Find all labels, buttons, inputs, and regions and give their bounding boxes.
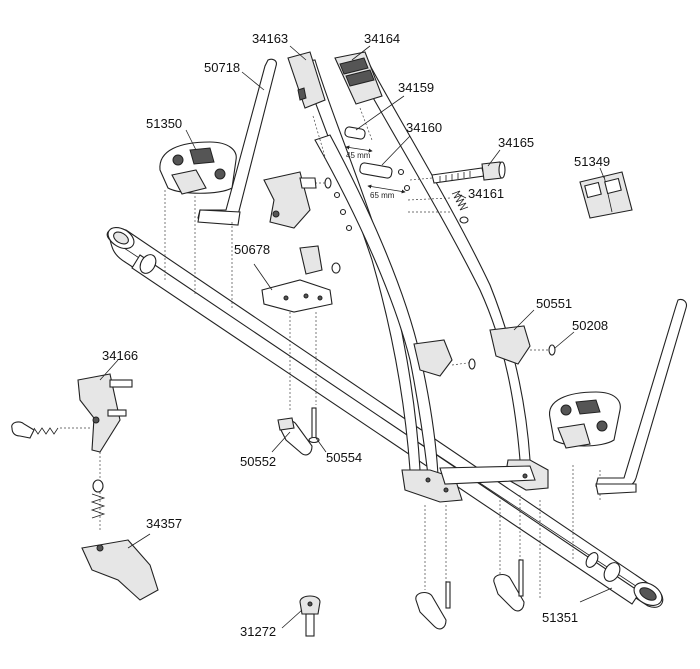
bottom-strap-left (415, 581, 451, 630)
label-34160: 34160 (406, 120, 442, 135)
bolt-34165 (431, 161, 506, 184)
spacer-34159 (344, 126, 366, 140)
label-50551: 50551 (536, 296, 572, 311)
dimension-45mm: 45 mm (346, 151, 371, 160)
dimension-65mm: 65 mm (370, 191, 395, 200)
wheel-holder-51350 (159, 141, 237, 195)
label-34163: 34163 (252, 31, 288, 46)
label-34164: 34164 (364, 31, 400, 46)
arm-cap-34164 (334, 51, 383, 105)
arm-cap-34163 (287, 51, 326, 109)
label-31272: 31272 (240, 624, 276, 639)
clamp-50551-right (489, 325, 556, 365)
assembly-guides (60, 107, 601, 600)
spacer-34160 (359, 162, 393, 179)
label-51349: 51349 (574, 154, 610, 169)
frame-arm (299, 57, 549, 503)
side-clamp-34166 (77, 373, 133, 453)
clip-34357 (81, 479, 159, 601)
knob-spring (11, 421, 59, 439)
base-bar (106, 226, 664, 608)
label-34357: 34357 (146, 516, 182, 531)
base-plate-50678 (261, 279, 333, 313)
wheel-holder-front (549, 391, 621, 449)
key-31272 (299, 595, 321, 637)
strap-50718 (197, 58, 277, 226)
sticker-sheet-51349 (579, 171, 633, 219)
label-50208: 50208 (572, 318, 608, 333)
label-50718: 50718 (204, 60, 240, 75)
leader-lines (99, 45, 613, 629)
arm-clamp (263, 171, 341, 275)
bottom-strap-right (493, 559, 525, 612)
part-labels: 34163 34164 50718 34159 51350 34160 3416… (102, 31, 610, 639)
clamp-50551-left (413, 339, 476, 377)
label-50678: 50678 (234, 242, 270, 257)
label-51351: 51351 (542, 610, 578, 625)
spring-34161 (451, 190, 469, 224)
label-50554: 50554 (326, 450, 362, 465)
label-34165: 34165 (498, 135, 534, 150)
label-34159: 34159 (398, 80, 434, 95)
label-34166: 34166 (102, 348, 138, 363)
label-51350: 51350 (146, 116, 182, 131)
strap-51351 (595, 298, 687, 495)
strap-50552 (277, 417, 313, 456)
label-34161: 34161 (468, 186, 504, 201)
label-50552: 50552 (240, 454, 276, 469)
bolt-50554 (308, 407, 320, 444)
